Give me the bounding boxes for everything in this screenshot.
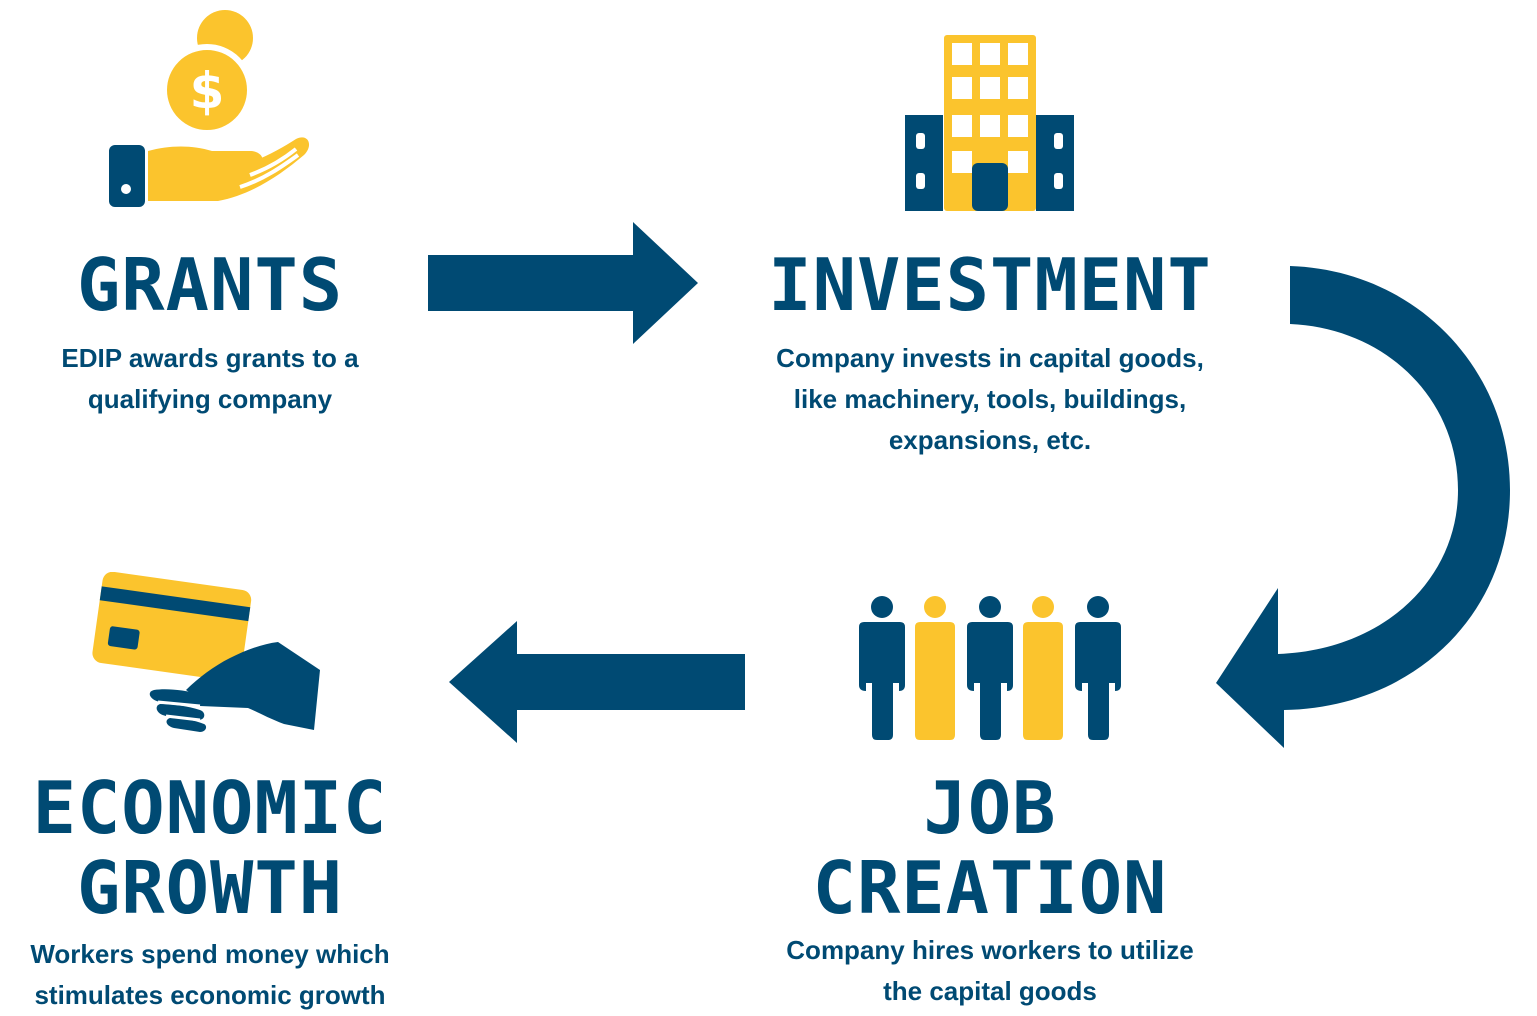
hand-coin-icon: $ <box>109 10 310 207</box>
job-creation-description-line: Company hires workers to utilize <box>786 935 1194 965</box>
grants-description: EDIP awards grants to a qualifying compa… <box>10 338 410 420</box>
building-icon <box>905 35 1074 211</box>
investment-description-line: Company invests in capital goods, <box>776 343 1204 373</box>
grants-description-line: EDIP awards grants to a <box>61 343 359 373</box>
economic-growth-title-line: GROWTH <box>76 846 344 930</box>
grants-description-line: qualifying company <box>87 384 333 414</box>
curved-arrow-icon <box>1216 266 1510 748</box>
economic-growth-description-line: stimulates economic growth <box>34 980 386 1010</box>
job-creation-title-line: JOB <box>923 766 1057 850</box>
grants-title: GRANTS <box>76 243 344 327</box>
job-creation-description: Company hires workers to utilize the cap… <box>690 930 1290 1012</box>
economic-growth-title: ECONOMIC GROWTH <box>0 768 420 928</box>
investment-description-line: expansions, etc. <box>888 425 1092 455</box>
economic-growth-title-line: ECONOMIC <box>32 766 388 850</box>
economic-growth-description: Workers spend money which stimulates eco… <box>0 934 440 1016</box>
arrow-left-icon <box>449 621 745 743</box>
workers-icon <box>859 596 1121 740</box>
investment-description: Company invests in capital goods, like m… <box>690 338 1290 461</box>
svg-text:$: $ <box>190 62 225 120</box>
job-creation-title: JOB CREATION <box>740 768 1240 928</box>
job-creation-description-line: the capital goods <box>883 976 1097 1006</box>
arrow-right-icon <box>428 222 698 344</box>
investment-title: INVESTMENT <box>768 243 1212 327</box>
investment-description-line: like machinery, tools, buildings, <box>793 384 1187 414</box>
hand-card-icon <box>92 572 320 732</box>
economic-growth-description-line: Workers spend money which <box>30 939 390 969</box>
job-creation-title-line: CREATION <box>812 846 1168 930</box>
